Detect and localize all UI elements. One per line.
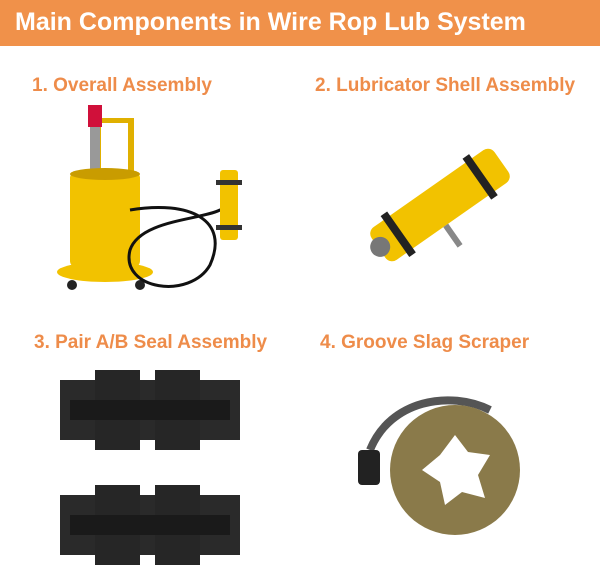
header-banner: Main Components in Wire Rop Lub System bbox=[0, 0, 600, 46]
groove-scraper-image bbox=[358, 396, 520, 535]
section-label-groove-scraper: 4. Groove Slag Scraper bbox=[320, 332, 530, 353]
seal-block-a bbox=[60, 370, 240, 450]
section-label-seal-assembly: 3. Pair A/B Seal Assembly bbox=[34, 332, 268, 353]
seal-assembly-image bbox=[60, 370, 240, 565]
lubricator-shell-image bbox=[370, 148, 510, 262]
seal-block-b bbox=[60, 485, 240, 565]
overall-assembly-image bbox=[57, 105, 242, 290]
section-label-overall-assembly: 1. Overall Assembly bbox=[32, 75, 212, 96]
section-label-lubricator-shell: 2. Lubricator Shell Assembly bbox=[315, 75, 576, 96]
page-title: Main Components in Wire Rop Lub System bbox=[15, 8, 526, 36]
